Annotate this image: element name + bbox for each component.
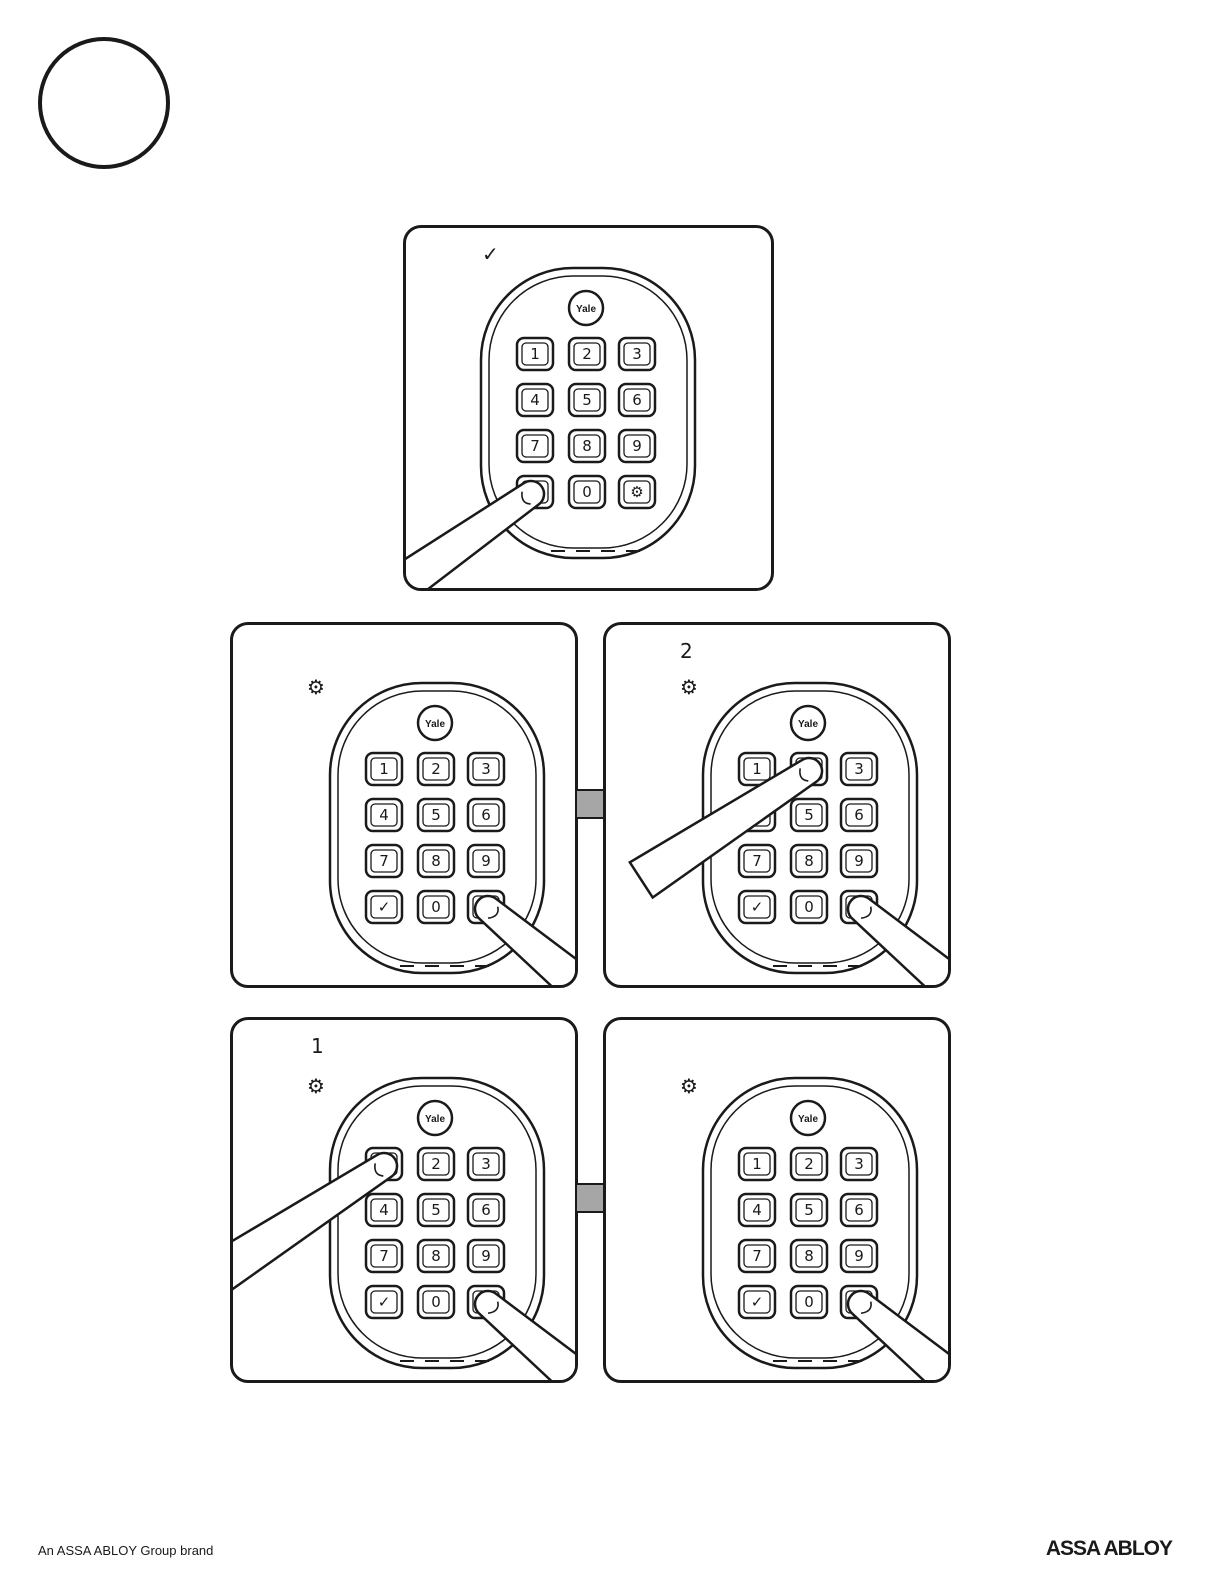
keypad-key-label: 7 [752, 852, 762, 870]
yale-logo-text: Yale [798, 719, 818, 730]
keypad-key-label: ✓ [751, 1293, 764, 1311]
keypad-key-label: 1 [379, 760, 389, 778]
keypad-key-label: 7 [752, 1247, 762, 1265]
keypad-key-label: 1 [752, 1155, 762, 1173]
keypad-key-label: 4 [752, 1201, 762, 1219]
keypad-key-label: 6 [854, 1201, 864, 1219]
keypad-key-label: 8 [431, 852, 441, 870]
keypad-key-label: 7 [379, 1247, 389, 1265]
keypad-key-label: 8 [431, 1247, 441, 1265]
assa-abloy-logo: ASSA ABLOY [1046, 1537, 1172, 1561]
panel-press-check: ✓ Yale123456789✓0⚙ [403, 225, 774, 591]
keypad-key-label: 5 [804, 806, 814, 824]
keypad-key-label: 9 [481, 852, 491, 870]
keypad-illustration: Yale123456789✓0⚙ [233, 1020, 578, 1383]
keypad-key-label: 0 [804, 1293, 814, 1311]
keypad-key-label: 6 [632, 391, 642, 409]
keypad-key-label: 8 [582, 437, 592, 455]
keypad-key-label: ✓ [378, 898, 391, 916]
yale-logo-text: Yale [425, 719, 445, 730]
keypad-key-label: 1 [530, 345, 540, 363]
keypad-key-label: 2 [431, 760, 441, 778]
keypad-key-label: 4 [379, 806, 389, 824]
yale-logo-text: Yale [425, 1114, 445, 1125]
keypad-key-label: 9 [854, 852, 864, 870]
keypad-key-label: 4 [379, 1201, 389, 1219]
keypad-key-label: 4 [530, 391, 540, 409]
keypad-key-label: 3 [481, 760, 491, 778]
keypad-key-label: 3 [632, 345, 642, 363]
step-number-circle [38, 37, 170, 169]
keypad-key-label: 7 [530, 437, 540, 455]
keypad-key-label: 6 [481, 806, 491, 824]
keypad-key-label: 9 [481, 1247, 491, 1265]
keypad-key-label: 8 [804, 1247, 814, 1265]
keypad-illustration: Yale123456789✓0⚙ [233, 625, 578, 988]
keypad-illustration: Yale123456789✓0⚙ [406, 228, 774, 591]
keypad-key-label: ✓ [751, 898, 764, 916]
brand-tagline: An ASSA ABLOY Group brand [38, 1543, 213, 1558]
keypad-key-label: 0 [431, 898, 441, 916]
keypad-key-label: 2 [804, 1155, 814, 1173]
keypad-key-label: 6 [854, 806, 864, 824]
keypad-key-label: 3 [481, 1155, 491, 1173]
keypad-key-label: 5 [804, 1201, 814, 1219]
panel-hold-gear-press-1: 1 ⚙ Yale123456789✓0⚙ [230, 1017, 578, 1383]
yale-logo-text: Yale [576, 304, 596, 315]
keypad-key-label: 2 [582, 345, 592, 363]
keypad-key-label: 6 [481, 1201, 491, 1219]
keypad-illustration: Yale123456789✓0⚙ [606, 1020, 951, 1383]
keypad-key-label: 5 [582, 391, 592, 409]
keypad-key-label: 7 [379, 852, 389, 870]
keypad-key-label: 9 [632, 437, 642, 455]
keypad-key-label: ✓ [378, 1293, 391, 1311]
keypad-key-label: 9 [854, 1247, 864, 1265]
keypad-key-label: 1 [752, 760, 762, 778]
keypad-key-label: 0 [582, 483, 592, 501]
keypad-key-label: 2 [431, 1155, 441, 1173]
keypad-key-label: 3 [854, 1155, 864, 1173]
keypad-key-label: 0 [804, 898, 814, 916]
keypad-key-label: 0 [431, 1293, 441, 1311]
keypad-key-label: 5 [431, 806, 441, 824]
keypad-key-label: 8 [804, 852, 814, 870]
keypad-key-label: 3 [854, 760, 864, 778]
yale-logo-text: Yale [798, 1114, 818, 1125]
keypad-key-label: ⚙ [630, 483, 643, 501]
keypad-key-label: 5 [431, 1201, 441, 1219]
